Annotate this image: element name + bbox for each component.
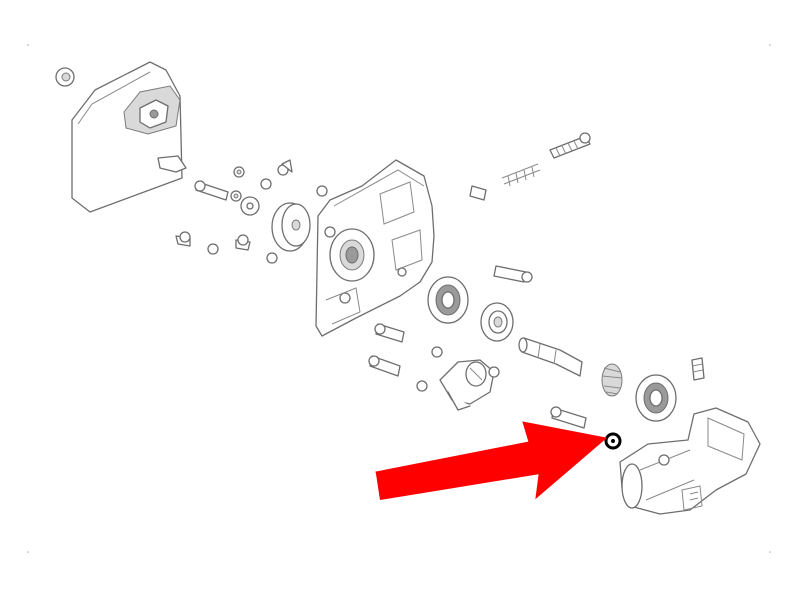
gear-housing xyxy=(619,407,761,515)
screw-near-housing xyxy=(550,406,587,429)
corner-marks xyxy=(27,44,771,553)
drive-shaft xyxy=(518,337,583,377)
adjuster-bolt-spring xyxy=(469,132,591,201)
bevel-gear xyxy=(601,363,623,397)
highlighted-washer xyxy=(604,432,622,450)
nut-top-left xyxy=(55,67,75,87)
grease-nipple xyxy=(691,357,705,381)
chain-cover xyxy=(71,61,187,213)
sprocket-wheel xyxy=(271,202,311,252)
fasteners-left-group xyxy=(175,159,328,264)
bearing-2 xyxy=(635,374,677,422)
seal-ring xyxy=(480,302,514,342)
main-housing-plate xyxy=(315,159,435,337)
screws-lower-left xyxy=(368,323,443,392)
red-indicator-arrow xyxy=(375,421,608,500)
oil-pump xyxy=(439,359,500,411)
bolt-right xyxy=(493,265,533,283)
bearing-1 xyxy=(427,276,469,324)
